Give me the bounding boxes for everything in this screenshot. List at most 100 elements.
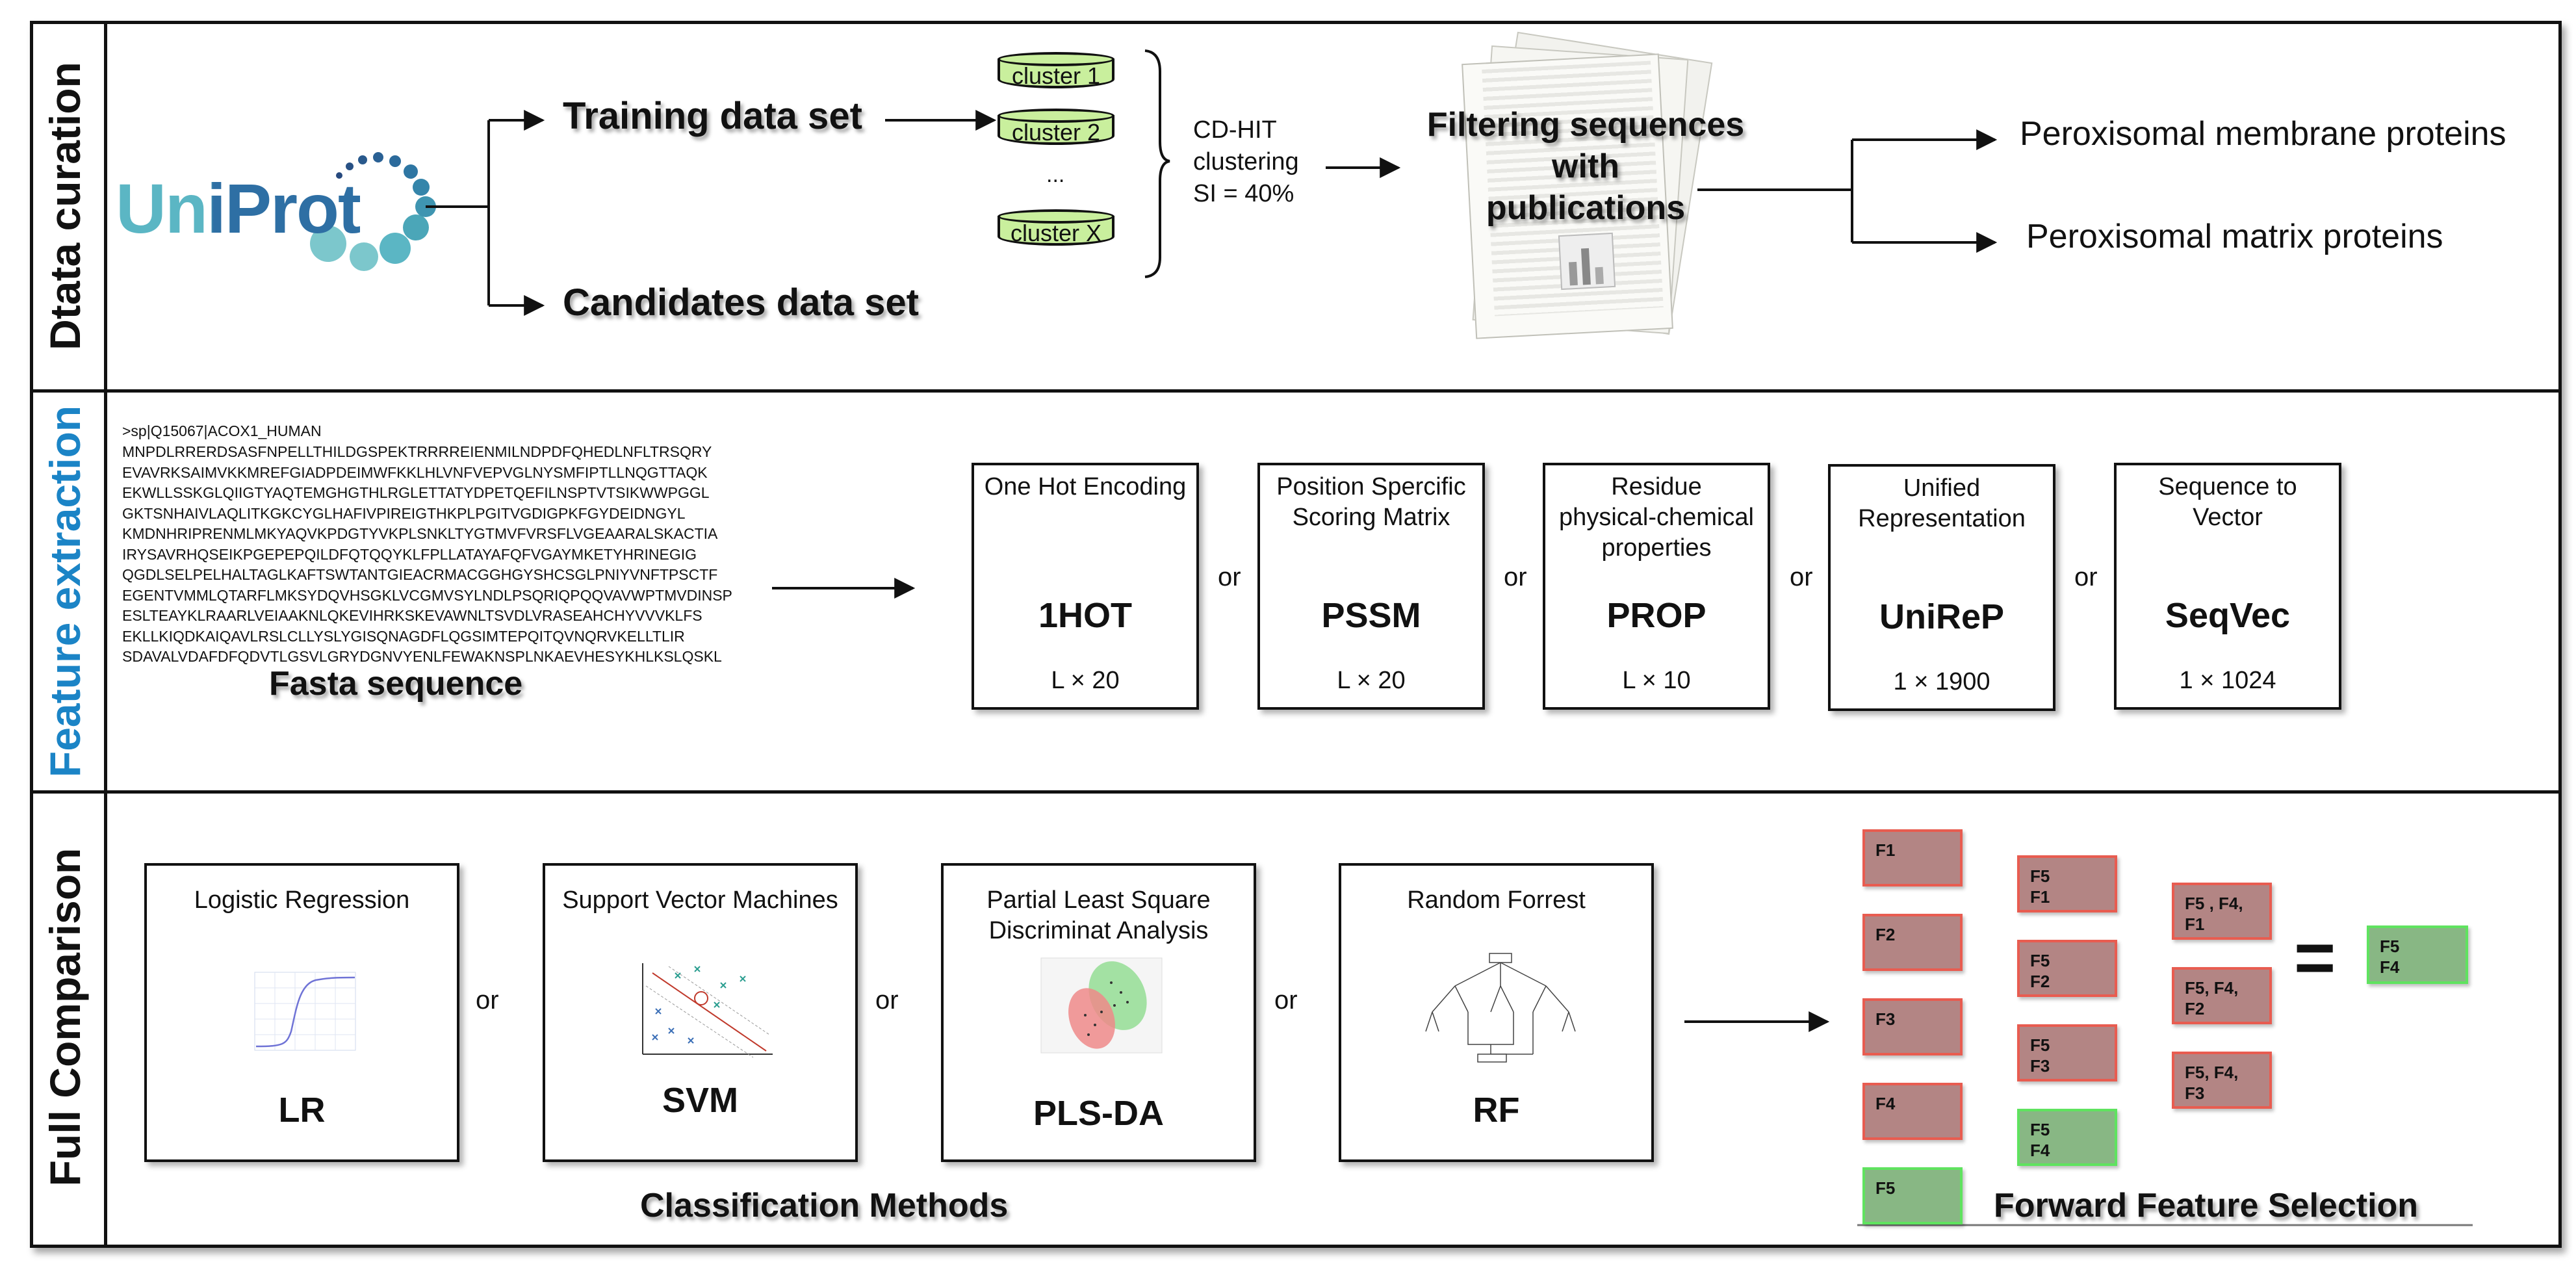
method-abbr: PLS-DA [1033,1094,1164,1133]
method-abbr: SVM [662,1081,739,1120]
svm-plot-icon [642,963,773,1058]
output-membrane: Peroxisomal membrane proteins [2020,115,2506,153]
plsda-plot-icon [1040,957,1163,1054]
feature-pair-f5-f4-selected: F5 F4 [2017,1109,2117,1166]
uniprot-dots-graphic [310,152,436,271]
cluster-ellipsis: ... [1046,162,1065,187]
encoding-box-seqvec: Sequence to Vector SeqVec 1 × 1024 [2114,463,2341,710]
label-column-divider [104,21,107,1248]
method-box-svm: Support Vector Machines SVM [543,863,858,1162]
filtering-line-1: Filtering sequences [1426,106,1745,144]
fasta-line: EVAVRKSAIMVKKMREFGIADPDEIMWFKKLHLVNFVEPV… [122,463,708,481]
uniprot-wordmark: UniProt [116,169,361,248]
cluster-2-label: cluster 2 [1011,119,1101,146]
or-label: or [476,986,499,1015]
encoding-box-pssm: Position Spercific Scoring Matrix PSSM L… [1257,463,1485,710]
training-set-label: Training data set [563,95,862,137]
feature-pair-f5-f1: F5 F1 [2017,855,2117,912]
or-label: or [1504,563,1527,591]
feature-f3: F3 [1862,998,1963,1055]
feature-pair-f5-f2: F5 F2 [2017,940,2117,997]
uniprot-logo-text: UniProt [116,168,361,249]
feature-f1: F1 [1862,829,1963,886]
fasta-line: ESLTEAYKLRAARLVEIAAKNLQKEVIHRKSKEVAWNLTS… [122,607,702,624]
feature-f2: F2 [1862,914,1963,971]
encoding-dim: 1 × 1900 [1893,668,1990,695]
encoding-title: Residue physical-chemical properties [1559,473,1754,562]
feature-f4: F4 [1862,1083,1963,1140]
equals-sign: = [2294,918,2336,998]
encoding-box-prop: Residue physical-chemical properties PRO… [1543,463,1770,710]
or-label: or [1790,563,1813,591]
method-abbr: RF [1473,1091,1520,1130]
encoding-title: Position Spercific Scoring Matrix [1276,473,1466,531]
feature-triple-f5-f4-f2: F5, F4, F2 [2172,967,2272,1024]
cluster-2: cluster 2 [998,109,1114,149]
row-divider-2 [30,790,2562,794]
candidates-set-label: Candidates data set [563,281,919,324]
extraction-arrow [772,578,916,599]
cdhit-line-2: clustering [1193,148,1299,175]
feature-triple-f5-f4-f1: F5 , F4, F1 [2172,883,2272,940]
fasta-line: QGDLSELPELHALTAGLKAFTSWTANTGIEACRMACGGHG… [122,566,718,583]
fasta-line: EGENTVMMLQTARFLMKSYDQVHSGKLVCGMVSYLNDLPS… [122,586,732,604]
cluster-x: cluster X [998,209,1114,250]
encoding-abbr: 1HOT [1038,596,1133,635]
method-abbr: LR [278,1091,326,1130]
encoding-dim: 1 × 1024 [2179,667,2276,694]
method-title: Logistic Regression [194,886,410,914]
fasta-line: SDAVALVDAFDFQDVTLGSVLGRYDGNVYENLFEWAKNSP… [122,648,722,665]
encoding-abbr: PROP [1606,596,1707,635]
cluster-1: cluster 1 [998,52,1114,92]
selected-features-result: F5 F4 [2367,925,2468,984]
forward-feature-selection-label: Forward Feature Selection [1994,1187,2419,1224]
method-box-rf: Random Forrest RF [1339,863,1654,1162]
encoding-title: Unified Representation [1858,474,2026,532]
encoding-dim: L × 20 [1337,667,1406,694]
uniprot-logo: UniProt [110,130,448,286]
encoding-box-1hot: One Hot Encoding 1HOT L × 20 [972,463,1199,710]
fasta-header: >sp|Q15067|ACOX1_HUMAN [122,422,322,439]
feature-f5-selected: F5 [1862,1167,1963,1224]
fasta-sequence: MNPDLRRERDSASFNPELLTHILDGSPEKTRRRREIENMI… [122,442,746,667]
or-label: or [875,986,899,1015]
filtering-text: Filtering sequences with publications [1397,104,1774,229]
cdhit-text: CD-HIT clustering SI = 40% [1193,114,1299,210]
feature-pair-f5-f3: F5 F3 [2017,1024,2117,1081]
cdhit-line-1: CD-HIT [1193,116,1277,144]
encoding-dim: L × 10 [1622,667,1691,694]
fasta-line: KMDNHRIPRENMLMKYAQVKPDGTYVKPLSNKLTYGTMVF… [122,525,718,542]
method-title: Partial Least Square Discriminat Analysi… [986,886,1211,944]
cdhit-line-3: SI = 40% [1193,180,1294,207]
fasta-line: MNPDLRRERDSASFNPELLTHILDGSPEKTRRRREIENMI… [122,443,712,460]
method-title: Random Forrest [1407,886,1586,914]
encoding-title: One Hot Encoding [984,473,1187,500]
random-forest-tree-icon [1425,953,1576,1063]
output-matrix: Peroxisomal matrix proteins [2026,218,2443,255]
encoding-title: Sequence to Vector [2158,473,2297,531]
fasta-sequence-label: Fasta sequence [269,665,523,703]
or-label: or [1274,986,1298,1015]
method-title: Support Vector Machines [562,886,838,914]
encoding-dim: L × 20 [1051,667,1120,694]
feature-triple-f5-f4-f3: F5, F4, F3 [2172,1052,2272,1109]
or-label: or [1218,563,1241,591]
comparison-arrow [1684,1011,2473,1226]
filtering-line-3: publications [1486,189,1686,227]
method-box-lr: Logistic Regression LR [144,863,459,1162]
encoding-box-unirep: Unified Representation UniReP 1 × 1900 [1828,464,2055,711]
filtering-line-2: with [1552,148,1619,185]
fasta-line: EKWLLSSKGLQIIGTYAQTEMGHGTHLRGLETTATYDPET… [122,484,710,501]
logistic-curve-icon [254,972,356,1051]
encoding-abbr: SeqVec [2165,596,2291,635]
or-label: or [2074,563,2098,591]
fasta-line: EKLLKIQDKAIQAVLRSLCLLYSLYGISQNAGDFLQGSIM… [122,627,685,645]
method-box-plsda: Partial Least Square Discriminat Analysi… [941,863,1256,1162]
classification-methods-label: Classification Methods [640,1187,1009,1224]
cluster-1-label: cluster 1 [1011,62,1101,89]
encoding-abbr: PSSM [1321,596,1421,635]
fasta-line: GKTSNHAIVLAQLITKGKCYGLHAFIVPIREIGTHKPLPG… [122,504,686,522]
encoding-abbr: UniReP [1879,597,2005,636]
fasta-line: IRYSAVRHQSEIKPGEPEPQILDFQTQQYKLFPLLATAYA… [122,545,697,563]
row-divider-1 [30,389,2562,393]
